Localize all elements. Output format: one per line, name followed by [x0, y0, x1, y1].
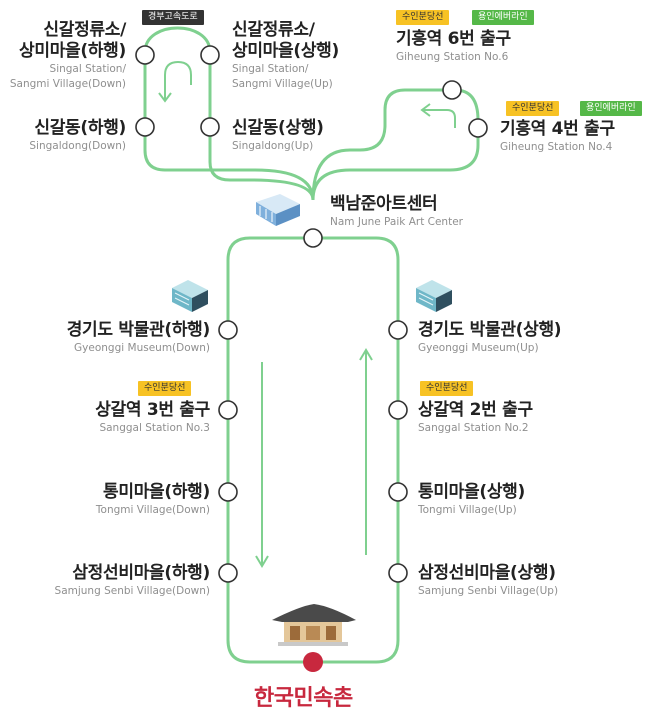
stop-label-samjung-down: 삼정선비마을(하행) Samjung Senbi Village(Down) [54, 563, 211, 599]
stop-marker [200, 117, 220, 137]
stop-name-ko: 상미마을(하행) [19, 41, 126, 61]
route-line-right-merge [208, 125, 315, 201]
stop-marker [200, 45, 220, 65]
stop-label-singaldong-up: 신갈동(상행) Singaldong(Up) [232, 118, 324, 154]
stop-marker [388, 482, 408, 502]
stop-name-ko: 신갈동(하행) [34, 118, 126, 138]
yongin-everline-badge: 용인에버라인 [472, 10, 534, 25]
stop-label-nam-june-paik: 백남준아트센터 Nam June Paik Art Center [330, 194, 463, 230]
stop-label-samjung-up: 삼정선비마을(상행) Samjung Senbi Village(Up) [418, 563, 558, 599]
stop-name-ko: 통미마을(하행) [103, 482, 210, 502]
stop-name-ko: 상갈역 3번 출구 [95, 400, 210, 420]
stop-name-ko: 기흥역 6번 출구 [396, 29, 511, 49]
expressway-badge: 경부고속도로 [142, 10, 204, 25]
stop-name-en: Nam June Paik Art Center [330, 216, 463, 228]
stop-name-ko: 삼정선비마을(상행) [418, 563, 556, 583]
stop-marker [218, 482, 238, 502]
stop-name-ko: 통미마을(상행) [418, 482, 525, 502]
stop-label-gyeonggi-museum-down: 경기도 박물관(하행) Gyeonggi Museum(Down) [66, 320, 211, 356]
suin-bundang-line-badge: 수인분당선 [420, 381, 474, 396]
stop-marker [303, 228, 323, 248]
direction-arrow-icon [420, 103, 456, 128]
stop-marker [468, 118, 488, 138]
stop-label-singal-sangmi-down: 신갈정류소/ 상미마을(하행) Singal Station/ Sangmi V… [10, 20, 126, 92]
stop-name-ko: 경기도 박물관(하행) [66, 320, 211, 340]
stop-label-sanggal-exit2: 상갈역 2번 출구 Sanggal Station No.2 [418, 400, 533, 436]
stop-marker [135, 117, 155, 137]
destination-label: 한국민속촌 [254, 686, 353, 711]
museum-building-icon [172, 280, 208, 312]
yongin-everline-badge: 용인에버라인 [580, 101, 642, 116]
stop-name-en: Singaldong(Up) [232, 140, 314, 152]
stop-name-en: Samjung Senbi Village(Down) [54, 585, 210, 597]
stop-name-ko: 기흥역 4번 출구 [500, 119, 615, 139]
stop-name-en: Tongmi Village(Up) [418, 504, 517, 516]
destination-marker [303, 652, 323, 672]
stop-name-en: Sangmi Village(Up) [232, 78, 333, 90]
stop-name-en: Gyeonggi Museum(Down) [74, 342, 210, 354]
stop-name-en: Gyeonggi Museum(Up) [418, 342, 539, 354]
suin-bundang-line-badge: 수인분당선 [138, 381, 192, 396]
stop-name-en: Giheung Station No.6 [396, 51, 509, 63]
direction-arrow-icon [255, 362, 269, 568]
stop-name-ko: 백남준아트센터 [330, 194, 438, 214]
stop-marker [388, 320, 408, 340]
direction-arrow-icon [359, 348, 373, 555]
stop-name-en: Singal Station/ [49, 63, 126, 75]
stop-name-en: Giheung Station No.4 [500, 141, 613, 153]
stop-name-en: Tongmi Village(Down) [95, 504, 210, 516]
route-line-upper-left [143, 26, 212, 125]
stop-marker [388, 563, 408, 583]
stop-name-en: Singaldong(Down) [29, 140, 126, 152]
stop-name-ko: 경기도 박물관(상행) [418, 320, 562, 340]
stop-name-ko: 신갈정류소/ [232, 20, 315, 40]
stop-name-ko: 상갈역 2번 출구 [418, 400, 533, 420]
museum-building-icon [416, 280, 452, 312]
stop-marker [442, 80, 462, 100]
route-line-main-loop [226, 236, 400, 664]
route-line-upper-right [311, 88, 480, 201]
stop-name-en: Sangmi Village(Down) [9, 78, 126, 90]
art-center-building-icon [256, 194, 300, 226]
stop-name-en: Singal Station/ [232, 63, 309, 75]
stop-label-singaldong-down: 신갈동(하행) Singaldong(Down) [29, 118, 126, 154]
stop-marker [135, 45, 155, 65]
stop-marker [218, 400, 238, 420]
suin-bundang-line-badge: 수인분당선 [506, 101, 560, 116]
hanok-village-icon [272, 604, 356, 646]
stop-label-giheung-exit4: 기흥역 4번 출구 Giheung Station No.4 [500, 119, 615, 155]
stop-label-giheung-exit6: 기흥역 6번 출구 Giheung Station No.6 [396, 29, 511, 65]
stop-marker [388, 400, 408, 420]
stop-marker [218, 320, 238, 340]
stop-label-singal-sangmi-up: 신갈정류소/ 상미마을(상행) Singal Station/ Sangmi V… [232, 20, 339, 92]
direction-arrow-icon [158, 60, 192, 103]
stop-label-tongmi-down: 통미마을(하행) Tongmi Village(Down) [96, 482, 210, 518]
stop-label-tongmi-up: 통미마을(상행) Tongmi Village(Up) [418, 482, 525, 518]
stop-name-ko: 신갈동(상행) [232, 118, 324, 138]
stop-name-ko: 삼정선비마을(하행) [72, 563, 210, 583]
stop-label-sanggal-exit3: 상갈역 3번 출구 Sanggal Station No.3 [95, 400, 210, 436]
stop-name-en: Sanggal Station No.3 [99, 422, 210, 434]
stop-name-ko: 신갈정류소/ [43, 20, 126, 40]
stop-name-en: Samjung Senbi Village(Up) [418, 585, 559, 597]
stop-marker [218, 563, 238, 583]
stop-label-gyeonggi-museum-up: 경기도 박물관(상행) Gyeonggi Museum(Up) [418, 320, 562, 356]
stop-name-en: Sanggal Station No.2 [418, 422, 529, 434]
stop-name-ko: 상미마을(상행) [232, 41, 339, 61]
suin-bundang-line-badge: 수인분당선 [396, 10, 450, 25]
